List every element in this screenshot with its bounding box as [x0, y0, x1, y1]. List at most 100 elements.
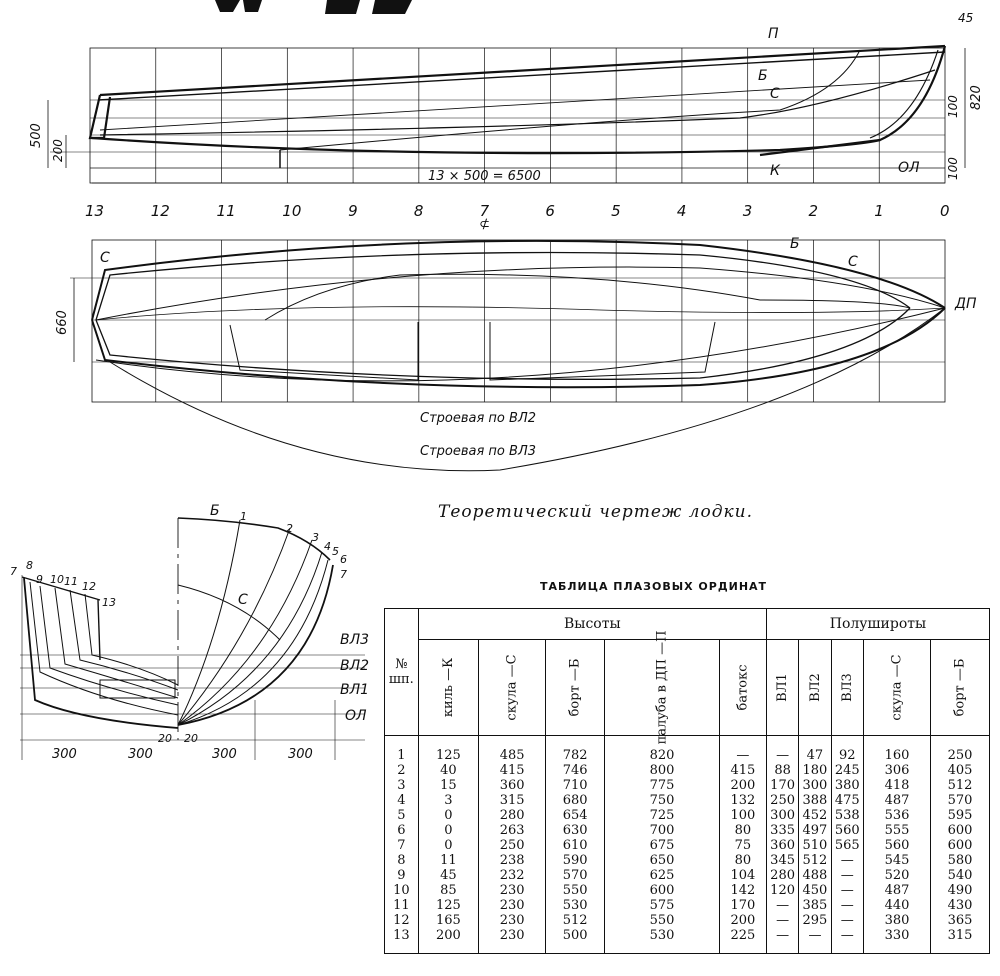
table-cell: 280 — [770, 868, 795, 883]
table-cell: 415 — [730, 763, 756, 778]
table-cell: 315 — [947, 928, 973, 943]
table-cell: 388 — [802, 793, 828, 808]
body-plan-labels: Б С ВЛ3 ВЛ2 ВЛ1 ОЛ 300 300 300 300 20 20… — [10, 503, 369, 762]
table-cell: 232 — [499, 868, 525, 883]
table-cell: 625 — [649, 868, 675, 883]
table-cell: 225 — [730, 928, 756, 943]
side-line — [97, 51, 946, 101]
table-cell: 230 — [499, 883, 525, 898]
body-fwd-station: 4 — [324, 540, 331, 553]
table-cell: 710 — [562, 778, 588, 793]
table-cell: 380 — [834, 778, 860, 793]
plan-curve-wl3-label: Строевая по ВЛ3 — [420, 444, 536, 459]
table-cell: 306 — [884, 763, 910, 778]
table-cell: 180 — [802, 763, 828, 778]
station-number: 10 — [282, 202, 301, 220]
plan-chine-lower — [95, 307, 911, 380]
body-dim-20a: 20 — [158, 732, 172, 745]
table-cell: 40 — [440, 763, 457, 778]
table-cell: 9 — [397, 868, 406, 883]
table-cell: 230 — [499, 928, 525, 943]
table-cell: 88 — [774, 763, 791, 778]
dim-820: 820 — [969, 85, 984, 110]
station-number: 6 — [545, 202, 555, 220]
table-cell: 600 — [947, 823, 973, 838]
plan-label-chine: С — [100, 250, 110, 266]
station-number: 13 — [85, 202, 104, 220]
table-cell: 746 — [562, 763, 588, 778]
table-cell: 11 — [393, 898, 410, 913]
table-cell: 160 — [884, 748, 910, 763]
table-cell: 11 — [440, 853, 457, 868]
table-cell: 475 — [834, 793, 860, 808]
table-cell: — — [776, 928, 790, 943]
table-cell: 440 — [884, 898, 910, 913]
body-fwd-station: 7 — [340, 568, 347, 581]
station-header: № шп. — [384, 608, 419, 736]
table-cell: 538 — [834, 808, 860, 823]
table-cell: 5 — [397, 808, 406, 823]
table-cell: 8 — [397, 853, 406, 868]
table-cell: 575 — [649, 898, 675, 913]
table-cell: 3 — [397, 778, 406, 793]
table-cell: 450 — [802, 883, 828, 898]
buttock-line — [279, 49, 861, 151]
body-fwd-station: 3 — [312, 531, 319, 544]
table-cell: 550 — [649, 913, 675, 928]
profile-view — [47, 44, 966, 184]
body-aft-station: 8 — [26, 559, 33, 572]
table-cell: 550 — [562, 883, 588, 898]
table-cell: — — [840, 928, 854, 943]
table-cell: 3 — [444, 793, 453, 808]
column-header: борт —Б — [930, 639, 990, 736]
station-number: 1 — [874, 202, 884, 220]
table-cell: 142 — [730, 883, 756, 898]
plan-chine-upper — [95, 251, 911, 321]
table-cell: 365 — [947, 913, 973, 928]
table-cell: 0 — [444, 823, 453, 838]
table-cell: — — [736, 748, 750, 763]
table-cell: 125 — [435, 898, 461, 913]
table-cell: 570 — [562, 868, 588, 883]
table-cell: 100 — [730, 808, 756, 823]
table-cell: 488 — [802, 868, 828, 883]
table-cell: 360 — [770, 838, 795, 853]
table-cell: — — [840, 868, 854, 883]
table-cell: 590 — [562, 853, 588, 868]
table-cell: 430 — [947, 898, 973, 913]
station-number: 5 — [611, 202, 621, 220]
drawing-caption: Теоретический чертеж лодки. — [438, 502, 754, 522]
table-cell: 13 — [393, 928, 410, 943]
table-cell: 680 — [562, 793, 588, 808]
body-fwd-station: 6 — [340, 553, 347, 566]
body-label-chine: С — [238, 592, 248, 608]
table-cell: — — [776, 748, 790, 763]
table-cell: 170 — [770, 778, 795, 793]
plan-label-centerline: ДП — [954, 296, 977, 312]
column-header: скула —С — [862, 639, 932, 736]
midship-mark: ⊄ — [479, 217, 490, 232]
table-cell: 487 — [884, 883, 910, 898]
table-cell: 200 — [730, 778, 756, 793]
body-aft-station: 7 — [10, 565, 17, 578]
label-deck: П — [768, 26, 779, 42]
table-cell: 600 — [649, 883, 675, 898]
plan-labels: С Б С ДП 660 Строевая по ВЛ2 Строевая по… — [55, 236, 977, 459]
table-cell: 165 — [435, 913, 461, 928]
body-label-baseline: ОЛ — [345, 708, 367, 724]
table-cell: 452 — [802, 808, 828, 823]
table-cell: 335 — [770, 823, 795, 838]
plan-view — [70, 239, 946, 472]
table-cell: 610 — [562, 838, 588, 853]
table-cell: 92 — [839, 748, 856, 763]
table-cell: 415 — [499, 763, 525, 778]
table-cell: 555 — [884, 823, 910, 838]
table-cell: 263 — [499, 823, 525, 838]
table-cell: 536 — [884, 808, 910, 823]
